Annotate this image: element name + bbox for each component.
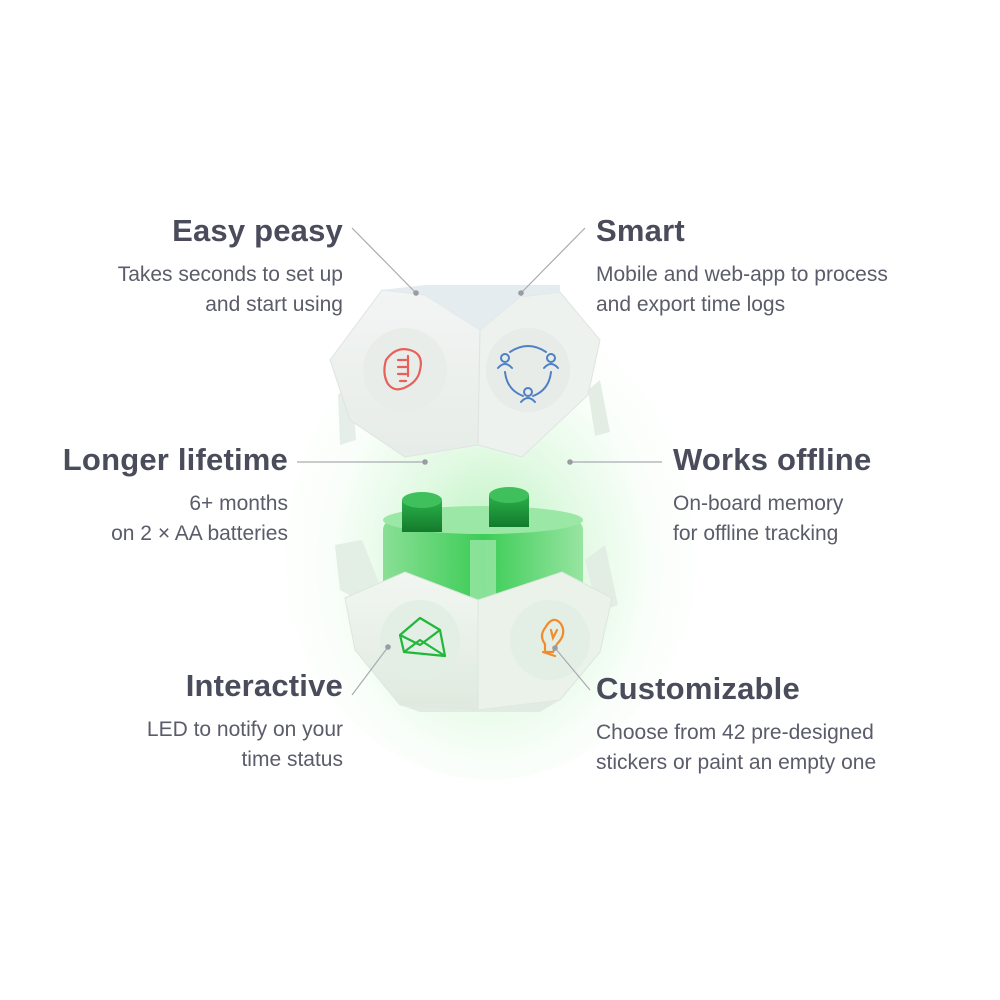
feature-description: Choose from 42 pre-designed stickers or … <box>596 718 876 778</box>
feature-description: Takes seconds to set up and start using <box>118 260 343 320</box>
desc-line: LED to notify on your <box>146 718 343 741</box>
feature-title: Works offline <box>673 442 872 477</box>
desc-line: Choose from 42 pre-designed <box>596 721 874 744</box>
feature-description: Mobile and web-app to process and export… <box>596 260 888 320</box>
feature-title: Smart <box>596 213 685 248</box>
sticker-bulb-bg <box>510 600 590 680</box>
sticker-network-bg <box>486 328 570 412</box>
fist-bump-icon <box>383 348 422 391</box>
feature-description: 6+ months on 2 × AA batteries <box>63 489 288 549</box>
feature-smart: Smart Mobile and web-app to process and … <box>596 212 888 320</box>
feature-description: LED to notify on your time status <box>147 715 343 775</box>
feature-longer-lifetime: Longer lifetime 6+ months on 2 × AA batt… <box>63 441 288 549</box>
desc-line: Mobile and web-app to process <box>596 263 888 286</box>
desc-line: and start using <box>205 293 343 316</box>
desc-line: for offline tracking <box>673 522 839 545</box>
bottom-shell-base <box>400 700 560 712</box>
desc-line: stickers or paint an empty one <box>596 751 877 774</box>
sticker-fist-bg <box>363 328 447 412</box>
people-network-icon <box>497 345 559 403</box>
desc-line: Takes seconds to set up <box>117 263 343 286</box>
desc-line: time status <box>241 748 343 771</box>
envelope-icon <box>398 616 447 658</box>
feature-title: Customizable <box>596 671 800 706</box>
feature-customizable: Customizable Choose from 42 pre-designed… <box>596 670 876 778</box>
feature-title: Easy peasy <box>172 213 343 248</box>
feature-title: Interactive <box>185 668 343 703</box>
top-shell-flap-right <box>588 380 610 436</box>
bottom-shell-flap-right <box>585 545 618 612</box>
desc-line: 6+ months <box>189 492 288 515</box>
desc-line: and export time logs <box>596 293 786 316</box>
desc-line: On-board memory <box>673 492 844 515</box>
bottom-shell-flap-left <box>335 540 380 598</box>
lightbulb-icon <box>540 618 565 658</box>
feature-works-offline: Works offline On-board memory for offlin… <box>673 441 871 549</box>
top-shell-rim <box>382 285 560 330</box>
feature-easy-peasy: Easy peasy Takes seconds to set up and s… <box>118 212 343 320</box>
feature-title: Longer lifetime <box>62 442 288 477</box>
desc-line: on 2 × AA batteries <box>111 522 288 545</box>
feature-interactive: Interactive LED to notify on your time s… <box>147 667 343 775</box>
feature-description: On-board memory for offline tracking <box>673 489 871 549</box>
